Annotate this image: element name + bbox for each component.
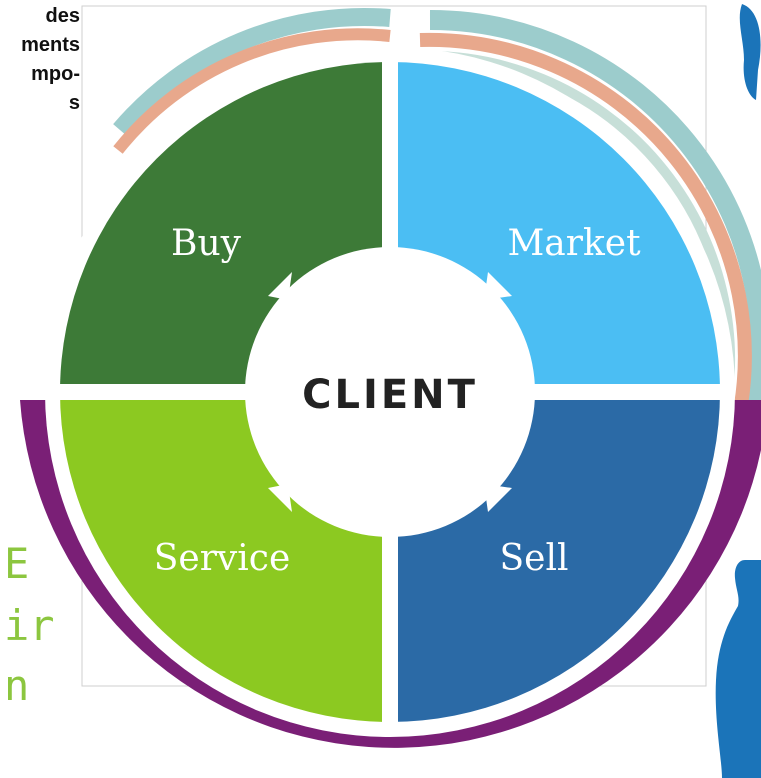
outer-ring-arc bbox=[419, 32, 752, 432]
left-decorative-text-line: ir bbox=[4, 601, 55, 650]
outer-ring-arc bbox=[113, 7, 391, 136]
left-decorative-text-line: E bbox=[4, 539, 29, 588]
center-label: CLIENT bbox=[302, 372, 478, 418]
outer-ring-arc bbox=[429, 9, 761, 443]
segment-label-market: Market bbox=[507, 223, 641, 264]
arrow-icon bbox=[484, 484, 512, 512]
arrow-icon bbox=[268, 484, 292, 512]
side-text-line: s bbox=[68, 92, 80, 114]
left-decorative-text-line: n bbox=[4, 661, 29, 710]
outer-ring-arc bbox=[113, 28, 391, 154]
center-hub bbox=[245, 247, 535, 537]
segment-label-service: Service bbox=[154, 538, 291, 579]
side-text-fragment: des ments mpo- s bbox=[0, 2, 80, 118]
side-text-line: ments bbox=[21, 34, 80, 56]
arrow-icon bbox=[484, 272, 512, 300]
side-text-line: mpo- bbox=[31, 63, 80, 85]
side-text-line: des bbox=[45, 5, 80, 27]
segment-label-sell: Sell bbox=[500, 538, 569, 579]
arrow-icon bbox=[268, 272, 292, 300]
silhouette-icon bbox=[739, 4, 761, 100]
silhouette-icon bbox=[715, 560, 761, 778]
segment-label-buy: Buy bbox=[171, 223, 242, 264]
